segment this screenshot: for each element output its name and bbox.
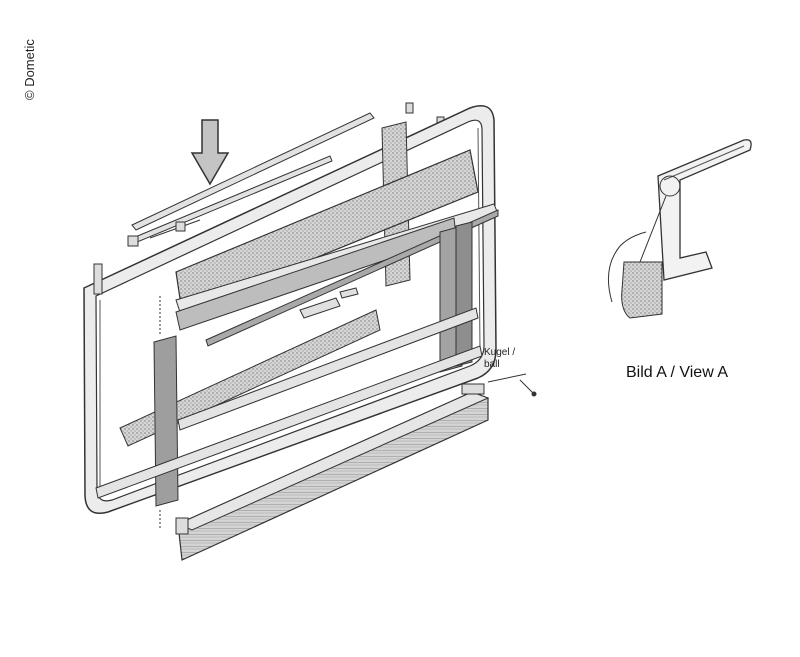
- ball-label: Kugel / ball: [484, 347, 515, 371]
- bottom-frame-rail: [95, 307, 483, 499]
- lower-perforated-mesh: [119, 309, 381, 447]
- ball-label-line2: ball: [484, 359, 500, 370]
- pleated-blind-cassette: [175, 383, 490, 561]
- view-a-caption: Bild A / View A: [626, 364, 728, 381]
- ball-pointer: [487, 373, 537, 397]
- down-arrow-icon: [190, 119, 230, 186]
- right-side-rails: [439, 221, 473, 373]
- ball-label-line1: Kugel /: [484, 347, 516, 358]
- clip-parts: [299, 287, 359, 319]
- detail-view-a: [607, 139, 752, 319]
- upper-mesh-panel: [175, 149, 499, 347]
- copyright-text: © Dometic: [22, 39, 37, 100]
